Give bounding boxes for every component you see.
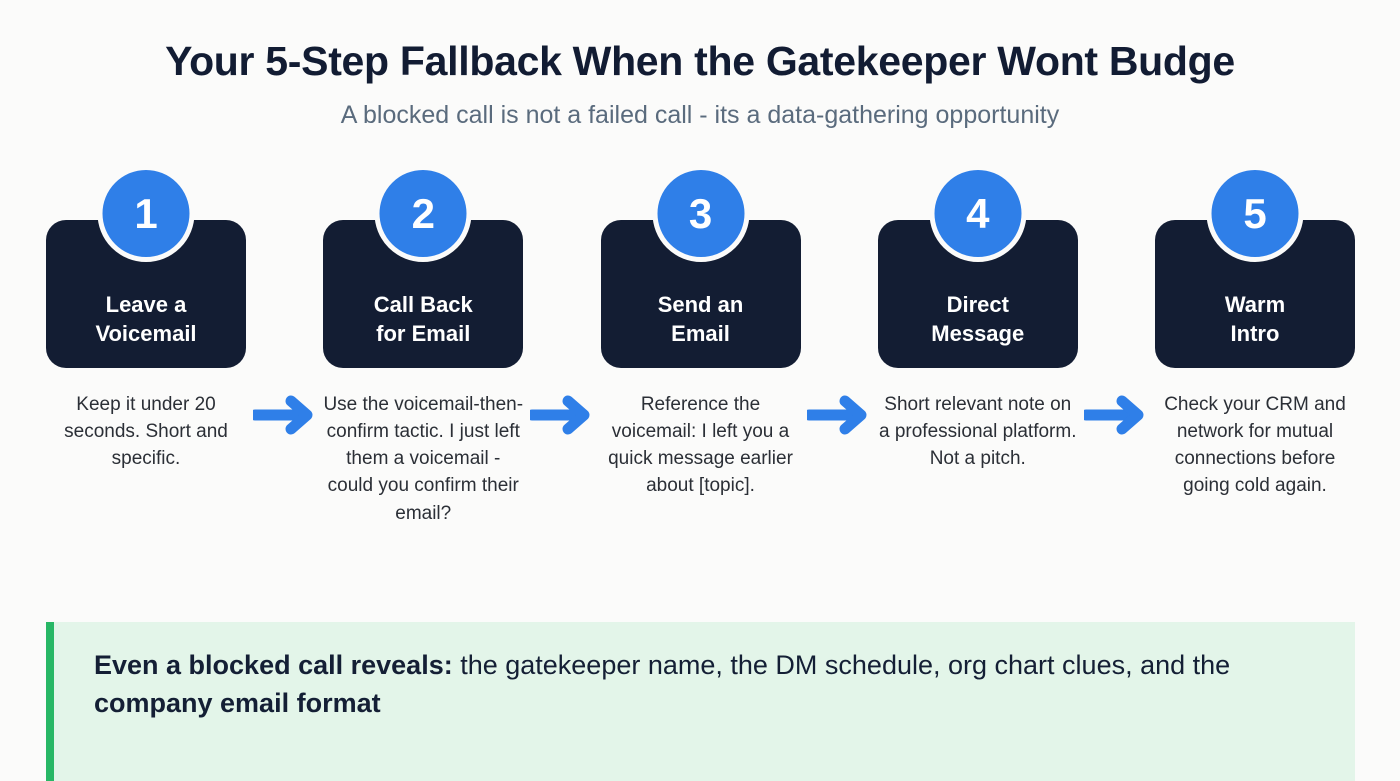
step-title: Send an Email	[657, 291, 744, 346]
step-card-5[interactable]: Warm Intro 5	[1155, 165, 1355, 368]
callout-text: Even a blocked call reveals: the gatekee…	[54, 622, 1355, 723]
step-card-4[interactable]: Direct Message 4	[877, 165, 1078, 368]
step-number: 3	[688, 189, 713, 237]
step-description: Use the voicemail-then-confirm tactic. I…	[323, 394, 524, 524]
step-description: Reference the voicemail: I left you a qu…	[608, 394, 793, 497]
key-takeaway-callout: Even a blocked call reveals: the gatekee…	[46, 622, 1355, 781]
step-number-badge-2: 2	[374, 165, 472, 262]
step-title: Call Back for Email	[373, 291, 473, 346]
step-card-3[interactable]: Send an Email 3	[600, 165, 801, 368]
page-subtitle: A blocked call is not a failed call - it…	[340, 101, 1060, 130]
step-number: 4	[966, 189, 990, 237]
callout-middle: the gatekeeper name, the DM schedule, or…	[452, 650, 1231, 680]
callout-lead: Even a blocked call reveals:	[94, 650, 453, 680]
callout-accent-bar	[46, 622, 54, 781]
step-description: Check your CRM and network for mutual co…	[1164, 394, 1346, 497]
arrow-right-icon	[801, 165, 878, 435]
step-number-badge-4: 4	[929, 165, 1027, 262]
step-number-badge-5: 5	[1206, 165, 1304, 262]
arrow-right-icon	[523, 165, 600, 435]
arrow-right-icon	[1078, 165, 1155, 435]
step-number-badge-3: 3	[652, 165, 749, 262]
callout-emphasis: company email format	[94, 688, 381, 719]
step-number: 2	[411, 189, 435, 237]
step-title: Warm Intro	[1224, 291, 1286, 346]
step-description: Short relevant note on a professional pl…	[879, 394, 1077, 470]
page-title: Your 5-Step Fallback When the Gatekeeper…	[165, 38, 1235, 84]
step-number-badge-1: 1	[97, 165, 195, 262]
arrow-right-icon	[246, 165, 323, 435]
step-card-2[interactable]: Call Back for Email 2	[323, 165, 524, 368]
step-number: 1	[134, 189, 158, 237]
step-description: Keep it under 20 seconds. Short and spec…	[64, 394, 228, 470]
step-title: Direct Message	[931, 291, 1025, 346]
step-number: 5	[1243, 189, 1267, 237]
infographic-header: Your 5-Step Fallback When the Gatekeeper…	[0, 0, 1400, 130]
step-card-1[interactable]: Leave a Voicemail 1	[46, 165, 246, 368]
step-title: Leave a Voicemail	[95, 291, 197, 346]
